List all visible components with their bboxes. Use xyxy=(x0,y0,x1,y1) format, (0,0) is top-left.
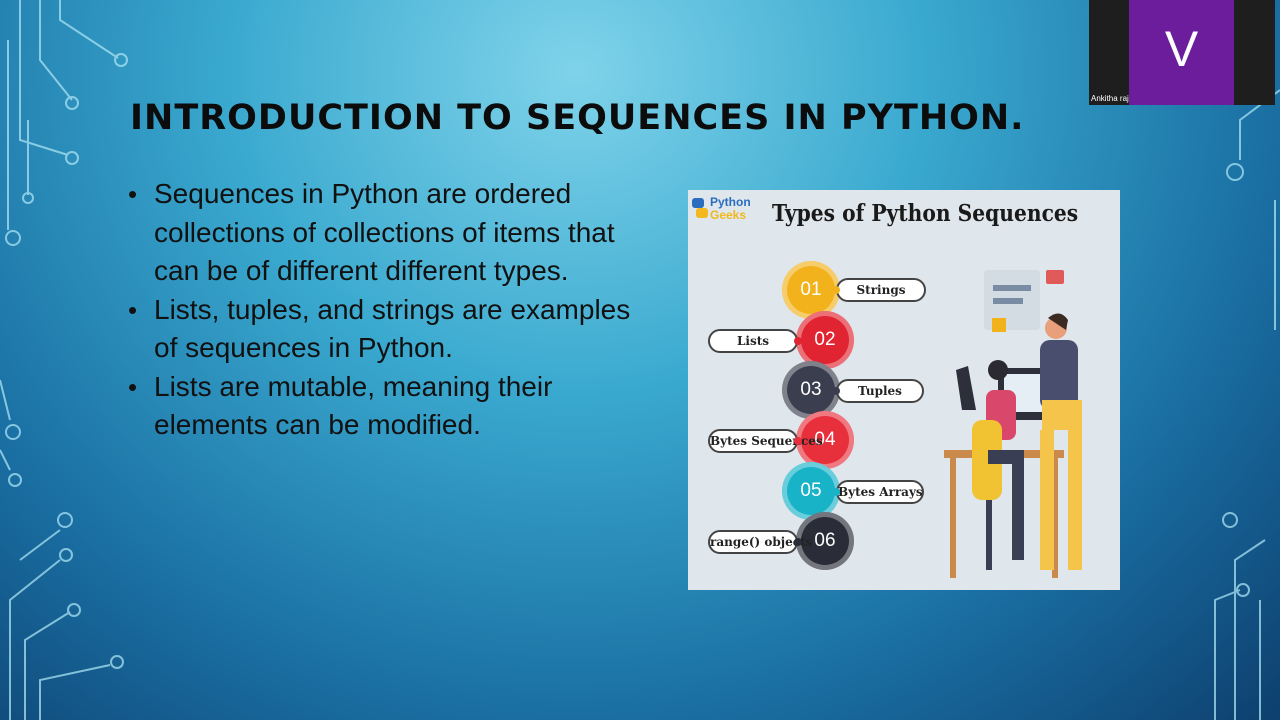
bullet-item: Lists, tuples, and strings are examples … xyxy=(128,291,648,368)
label-pill: Tuples xyxy=(832,379,924,403)
number-circle: 06 xyxy=(796,512,854,570)
number-circle: 02 xyxy=(796,311,854,369)
number-circle: 04 xyxy=(796,411,854,469)
participant-avatar: V xyxy=(1129,0,1234,105)
number-circle: 01 xyxy=(782,261,840,319)
logo-line2: Geeks xyxy=(710,208,747,222)
logo-text: Python Geeks xyxy=(710,196,751,222)
label-pill: Lists xyxy=(708,329,802,353)
bullet-list: Sequences in Python are ordered collecti… xyxy=(128,175,648,445)
label-pill: Strings xyxy=(832,278,926,302)
number-circle: 03 xyxy=(782,361,840,419)
bullet-item: Lists are mutable, meaning their element… xyxy=(128,368,648,445)
participant-video-tile[interactable]: V Ankitha raj xyxy=(1089,0,1275,105)
label-pill: Bytes Sequences xyxy=(708,429,823,453)
participant-name: Ankitha raj xyxy=(1091,94,1129,103)
python-sequences-figure: Python Geeks Types of Python Sequences 0… xyxy=(688,190,1120,590)
label-pill: range() objects xyxy=(708,530,812,554)
label-pill: Bytes Arrays xyxy=(832,480,924,504)
slide-title: INTRODUCTION TO SEQUENCES IN PYTHON. xyxy=(130,98,1025,138)
bullet-item: Sequences in Python are ordered collecti… xyxy=(128,175,648,291)
participant-initial: V xyxy=(1164,21,1199,77)
number-circle: 05 xyxy=(782,462,840,520)
developers-illustration xyxy=(944,270,1082,578)
python-geeks-logo xyxy=(692,198,708,218)
logo-line1: Python xyxy=(710,195,751,209)
figure-title: Types of Python Sequences xyxy=(772,200,1079,227)
